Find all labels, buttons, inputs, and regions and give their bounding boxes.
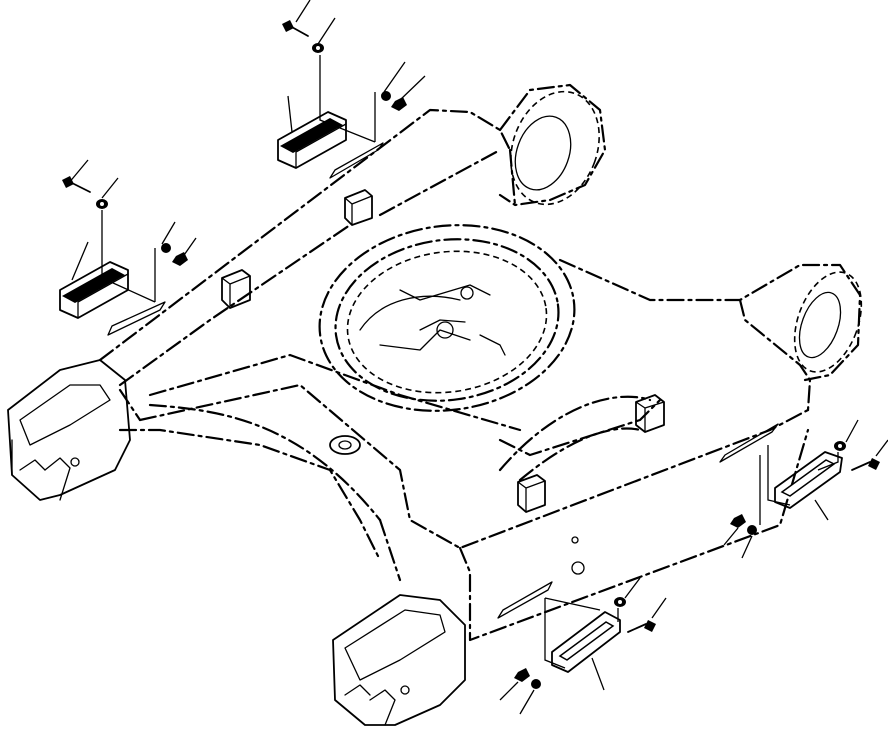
bolt bbox=[627, 620, 656, 633]
swing-circle bbox=[318, 224, 576, 412]
lower-end-fitting bbox=[332, 594, 466, 726]
bolt bbox=[62, 176, 91, 193]
mount-block-3 bbox=[635, 394, 665, 433]
nut bbox=[730, 514, 746, 528]
frame-hole bbox=[571, 561, 585, 575]
nut bbox=[172, 252, 188, 266]
frame-hole-small bbox=[571, 536, 579, 544]
assembly-lines bbox=[101, 55, 839, 669]
mount-block-4 bbox=[517, 474, 546, 513]
bracket-upper-center bbox=[329, 142, 384, 179]
bracket-upper-left bbox=[107, 301, 166, 336]
bolt bbox=[282, 20, 309, 37]
left-end-fitting bbox=[7, 359, 131, 501]
lock-washer bbox=[96, 199, 108, 209]
bracket-lower-center bbox=[497, 581, 553, 619]
step-lower-center bbox=[551, 611, 621, 673]
step-upper-center bbox=[277, 111, 347, 169]
track-frame-outline bbox=[98, 83, 862, 642]
callout-leaders bbox=[67, 0, 888, 715]
nut bbox=[514, 668, 530, 682]
bracket-lower-right bbox=[719, 423, 779, 463]
right-idler-yoke bbox=[793, 271, 863, 373]
nut bbox=[391, 97, 407, 111]
step-lower-right bbox=[774, 451, 843, 509]
lock-washer bbox=[614, 597, 626, 607]
lock-washer bbox=[834, 441, 846, 451]
upper-idler-yoke bbox=[510, 90, 600, 206]
bolt bbox=[851, 458, 880, 471]
lock-washer bbox=[312, 43, 324, 53]
lock-washer bbox=[747, 525, 757, 535]
step-upper-left bbox=[59, 261, 129, 319]
lock-washer bbox=[381, 91, 391, 101]
center-pivot bbox=[329, 435, 361, 455]
lock-washer bbox=[531, 679, 541, 689]
mount-block-1 bbox=[344, 189, 373, 226]
lock-washer bbox=[161, 243, 171, 253]
mount-block-2 bbox=[221, 269, 251, 309]
